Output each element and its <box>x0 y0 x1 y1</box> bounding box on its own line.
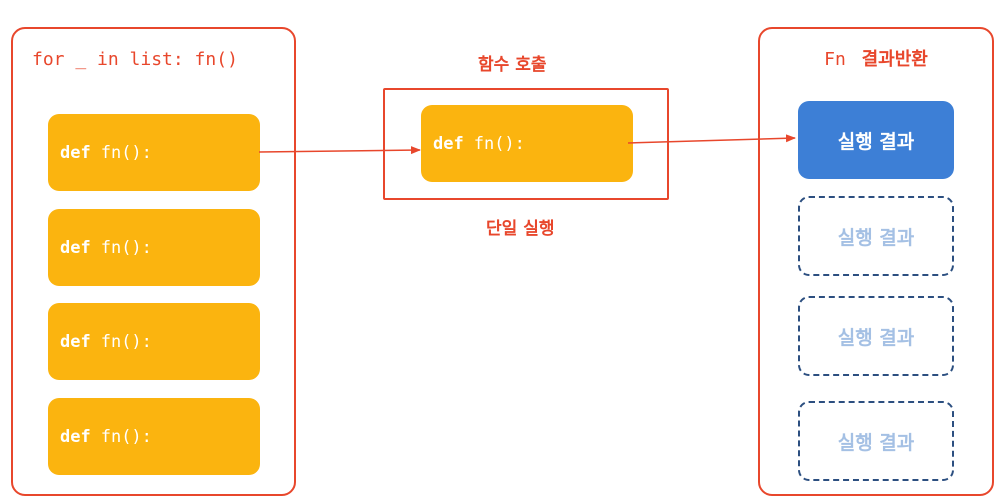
function-call: fn(): <box>100 331 152 352</box>
function-box-4: def fn(): <box>48 398 260 475</box>
function-keyword: def <box>60 237 91 258</box>
result-item-1: 실행 결과 <box>798 101 954 179</box>
result-panel-title: Fn 결과반환 <box>760 45 992 71</box>
function-keyword: def <box>60 331 91 352</box>
result-panel-title-text: 결과반환 <box>861 49 928 70</box>
result-panel-title-fn: Fn <box>824 49 846 70</box>
function-call: fn(): <box>100 142 152 163</box>
result-item-4: 실행 결과 <box>798 401 954 481</box>
function-call: fn(): <box>100 237 152 258</box>
loop-panel-title: for _ in list: fn() <box>32 49 238 70</box>
single-execution-label: 단일 실행 <box>486 219 555 239</box>
function-keyword: def <box>433 133 464 154</box>
result-item-2: 실행 결과 <box>798 196 954 276</box>
executing-function-box: def fn(): <box>421 105 633 182</box>
function-call: fn(): <box>473 133 525 154</box>
function-call-label: 함수 호출 <box>478 55 547 75</box>
function-call: fn(): <box>100 426 152 447</box>
result-panel: Fn 결과반환 실행 결과 실행 결과 실행 결과 실행 결과 <box>758 27 994 496</box>
function-keyword: def <box>60 426 91 447</box>
function-box-1: def fn(): <box>48 114 260 191</box>
function-box-2: def fn(): <box>48 209 260 286</box>
function-box-3: def fn(): <box>48 303 260 380</box>
single-execution-panel: def fn(): <box>383 88 669 200</box>
result-item-3: 실행 결과 <box>798 296 954 376</box>
loop-panel: for _ in list: fn() def fn(): def fn(): … <box>11 27 296 496</box>
function-keyword: def <box>60 142 91 163</box>
